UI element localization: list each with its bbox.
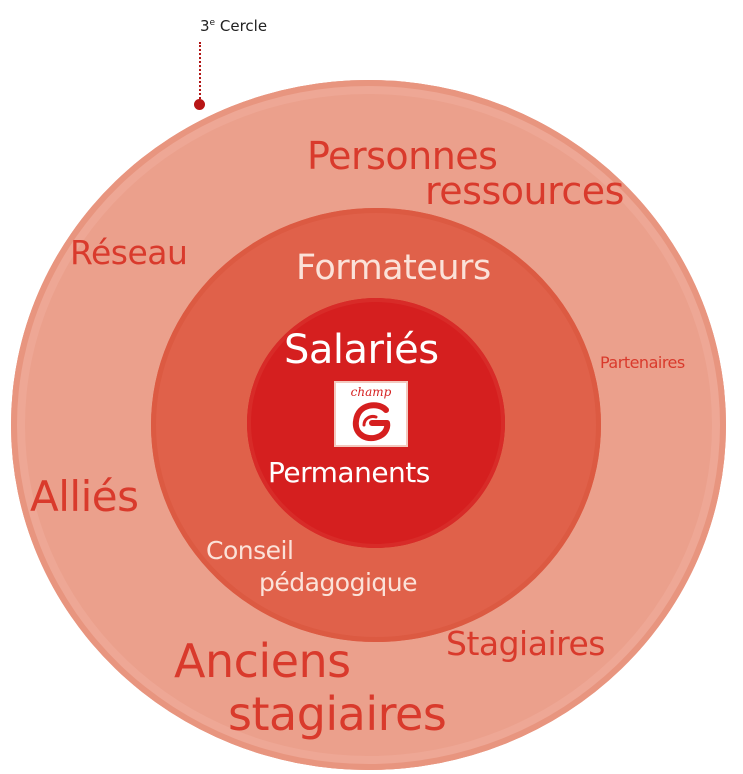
champ-logo-icon [352, 402, 391, 442]
label-reseau: Réseau [70, 233, 188, 272]
title-leader-dot [194, 99, 205, 110]
label-ressources: ressources [425, 169, 624, 213]
label-permanents: Permanents [268, 456, 430, 489]
title-leader-line [199, 42, 201, 102]
circle-title-number: 3 [200, 17, 210, 35]
champ-logo-text: champ [350, 385, 392, 399]
label-allies: Alliés [30, 472, 139, 521]
label-anciens-stagiaires: stagiaires [228, 687, 447, 741]
label-pedagogique: pédagogique [259, 568, 418, 597]
champ-logo: champ [334, 381, 408, 447]
label-conseil: Conseil [206, 536, 294, 565]
label-partenaires: Partenaires [600, 353, 685, 372]
label-formateurs: Formateurs [296, 248, 491, 288]
label-stagiaires: Stagiaires [446, 624, 605, 663]
label-salaries: Salariés [284, 327, 439, 373]
circle-title-label: 3e Cercle [200, 19, 267, 34]
circle-title-text: Cercle [219, 17, 268, 35]
circle-title-ordinal: e [209, 18, 216, 28]
label-anciens: Anciens [174, 634, 351, 688]
label-personnes: Personnes [307, 134, 498, 178]
